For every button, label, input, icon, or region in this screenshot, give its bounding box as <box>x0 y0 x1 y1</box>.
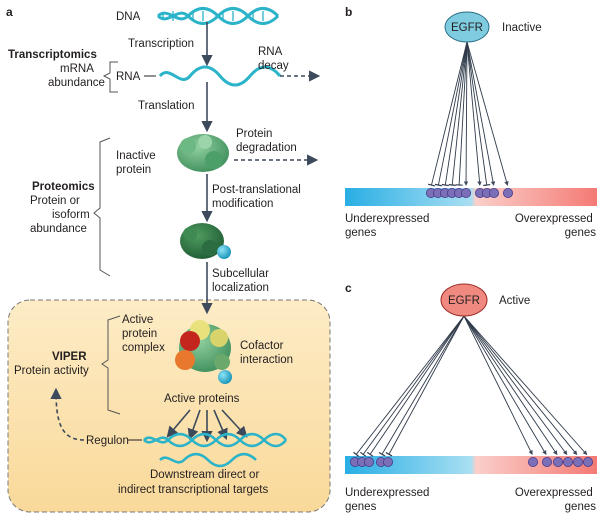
repression-bar <box>378 451 386 457</box>
regulon-edge <box>463 41 469 186</box>
egfr-node-inactive <box>444 11 490 43</box>
gene-dots-c <box>349 456 594 467</box>
transcriptomics-title: Transcriptomics <box>8 49 97 61</box>
gene-dot <box>363 456 374 467</box>
panel-label-c: c <box>345 281 352 295</box>
regulon-edge <box>458 41 468 186</box>
regulon-label: Regulon <box>86 435 129 447</box>
overexpressed-label-b: Overexpressed genes <box>515 213 596 239</box>
gene-dot <box>502 187 513 198</box>
inactive-protein-label: Inactive protein <box>116 150 159 176</box>
underexpressed-label-b: Underexpressed genes <box>345 213 433 239</box>
regulon-edge <box>463 315 578 456</box>
signature-bar-b <box>345 188 597 206</box>
active-complex-label: Active protein complex <box>122 314 165 354</box>
gene-dot <box>583 456 594 467</box>
regulon-edge <box>463 315 558 456</box>
regulon-edge <box>431 41 468 186</box>
gene-dot <box>488 187 499 198</box>
panel-label-b: b <box>345 5 352 19</box>
regulon-edge <box>463 315 547 456</box>
regulon-edge <box>451 41 468 186</box>
state-label-b: Inactive <box>502 22 542 34</box>
gene-dot <box>553 456 564 467</box>
regulon-edge <box>463 315 533 456</box>
arrow-regulon-feedback <box>50 387 85 441</box>
subcellular-label: Subcellular localization <box>212 268 272 294</box>
dna-helix <box>156 7 280 25</box>
gene-dot <box>528 456 539 467</box>
inactive-protein-structure <box>177 134 229 172</box>
repression-bar <box>434 183 442 187</box>
viper-brace <box>101 315 121 415</box>
gene-dot <box>382 456 393 467</box>
targets-line1: Downstream direct or <box>150 469 259 481</box>
cofactor-label: Cofactor interaction <box>240 340 293 366</box>
regulon-edge <box>463 315 588 456</box>
rna-label: RNA <box>116 71 141 83</box>
active-protein-complex-structure <box>175 320 232 384</box>
gene-dot <box>573 456 584 467</box>
transcriptomics-brace <box>102 61 118 93</box>
regulon-edge <box>466 41 496 186</box>
targets-line2: indirect transcriptional targets <box>118 484 268 496</box>
gene-dot <box>563 456 574 467</box>
viper-title: VIPER <box>52 351 87 363</box>
gene-dot <box>460 187 471 198</box>
proteomics-line3: abundance <box>30 223 87 235</box>
regulon-edge <box>466 41 482 186</box>
repression-bar <box>441 183 449 187</box>
active-proteins-label: Active proteins <box>164 393 240 405</box>
egfr-node-label-c: EGFR <box>448 295 480 307</box>
modified-protein-structure <box>180 223 231 259</box>
edges-c <box>353 315 588 458</box>
transcription-label: Transcription <box>128 38 194 50</box>
egfr-node-label-b: EGFR <box>451 22 483 34</box>
edges-b <box>427 41 509 187</box>
regulon-edge <box>466 41 509 186</box>
transcriptomics-line2: abundance <box>48 77 105 89</box>
regulon-edge <box>437 41 468 186</box>
transcriptomics-line1: mRNA <box>60 63 94 75</box>
protein-degradation-label: Protein degradation <box>236 128 297 154</box>
proteomics-line1: Protein or <box>30 195 80 207</box>
translation-label: Translation <box>138 100 194 112</box>
viper-box <box>7 299 331 513</box>
gene-dots-b <box>425 187 513 198</box>
repression-bar <box>366 451 374 457</box>
rna-strand <box>158 65 282 87</box>
regulon-edge <box>463 315 568 456</box>
repression-bar <box>427 183 436 187</box>
egfr-node-active <box>440 283 488 317</box>
regulon-edge <box>444 41 468 186</box>
target-gene-helices <box>143 432 288 468</box>
panel-c: EGFR Active Underexpressed genes Overexp… <box>345 283 597 513</box>
state-label-c: Active <box>499 295 530 307</box>
panel-label-a: a <box>6 5 13 19</box>
repression-bar <box>385 452 393 457</box>
repression-bar <box>353 451 360 458</box>
repression-bar <box>448 184 456 186</box>
panel-b: EGFR Inactive Underexpressed genes Overe… <box>345 11 597 239</box>
viper-line1: Protein activity <box>14 365 89 377</box>
repression-bar <box>483 183 491 187</box>
proteomics-line2: isoform <box>52 209 90 221</box>
repression-bar <box>359 451 367 457</box>
rna-decay-label: RNA decay <box>258 46 289 72</box>
gene-dot <box>542 456 553 467</box>
regulon-edge <box>355 315 465 455</box>
regulon-edge <box>466 41 488 186</box>
dna-label: DNA <box>116 11 141 23</box>
modification-group <box>217 245 231 259</box>
overexpressed-label-c: Overexpressed genes <box>515 487 596 513</box>
regulon-edge <box>388 315 465 455</box>
regulon-edge <box>369 315 465 455</box>
proteomics-brace <box>93 137 111 277</box>
proteomics-title: Proteomics <box>32 181 95 193</box>
regulon-edge <box>362 315 465 455</box>
underexpressed-label-c: Underexpressed genes <box>345 487 433 513</box>
ptm-label: Post-translational modification <box>212 184 304 210</box>
regulon-edge <box>381 315 465 455</box>
